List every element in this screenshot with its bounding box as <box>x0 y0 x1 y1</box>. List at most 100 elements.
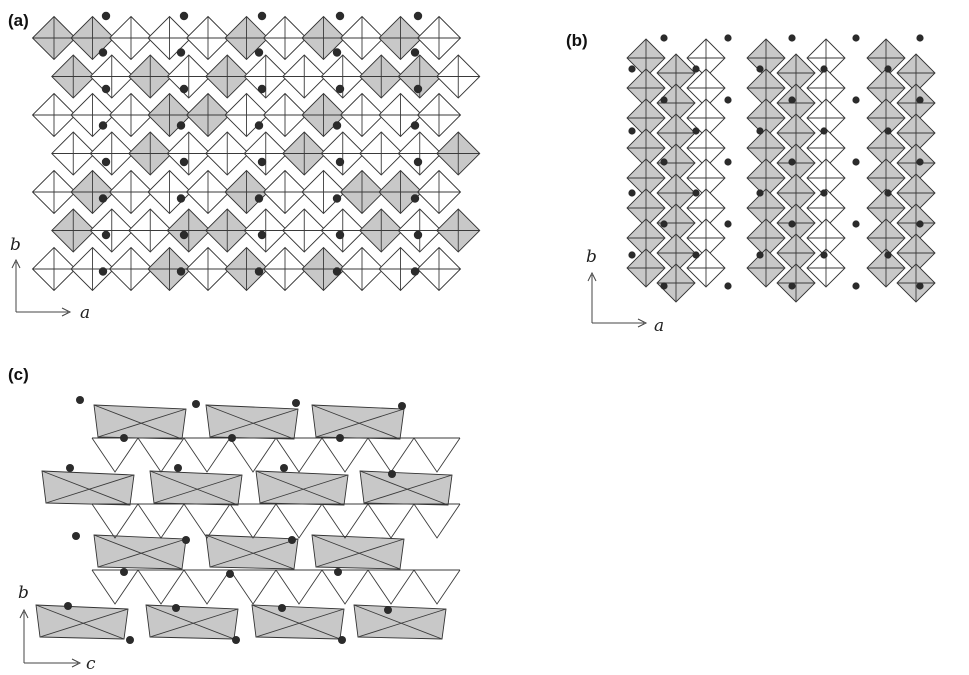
cation-atom <box>101 84 111 94</box>
linking-tetrahedron <box>367 503 415 539</box>
polyhedron-edge <box>149 470 239 506</box>
cation-atom <box>179 84 189 94</box>
cation-atom <box>278 604 286 612</box>
cation-atom <box>76 396 84 404</box>
cation-atom <box>788 96 796 104</box>
cation-atom <box>756 251 764 259</box>
cation-atom <box>257 84 267 94</box>
cation-atom <box>254 267 264 276</box>
polyhedron-edge <box>93 534 183 570</box>
cation-atom <box>692 189 700 197</box>
cation-atom <box>916 158 924 166</box>
cation-atom <box>852 220 860 228</box>
cation-atom <box>176 267 186 276</box>
cation-atom <box>916 220 924 228</box>
cation-atom <box>398 402 406 410</box>
cation-atom <box>852 34 860 42</box>
cation-atom <box>410 267 420 276</box>
cation-atom <box>660 158 668 166</box>
panel-a-structure <box>31 11 481 292</box>
polyhedron-edge <box>205 404 295 440</box>
cation-atom <box>852 158 860 166</box>
cation-atom <box>788 34 796 42</box>
polyhedron-edge <box>315 408 405 438</box>
cation-atom <box>336 434 344 442</box>
linking-tetrahedron <box>183 437 231 473</box>
cation-atom <box>756 189 764 197</box>
cation-atom <box>120 568 128 576</box>
cation-atom <box>98 121 108 130</box>
polyhedron-edge <box>363 474 453 504</box>
cation-atom <box>72 532 80 540</box>
cation-atom <box>410 121 420 130</box>
cation-atom <box>176 121 186 130</box>
cation-atom <box>410 48 420 57</box>
linking-tetrahedron <box>275 437 323 473</box>
panel-b-horizontal-axis-label: a <box>654 316 664 336</box>
cation-atom <box>257 230 267 240</box>
cation-atom <box>884 127 892 135</box>
cation-atom <box>628 189 636 197</box>
panel-b-axes: b a <box>586 247 664 336</box>
polyhedron-edge <box>353 604 443 640</box>
cation-atom <box>660 282 668 290</box>
cation-atom <box>66 464 74 472</box>
cation-atom <box>257 157 267 167</box>
polyhedron-edge <box>357 608 447 638</box>
linking-tetrahedron <box>321 569 369 605</box>
linking-tetrahedron <box>137 437 185 473</box>
polyhedron-edge <box>45 474 135 504</box>
polyhedron-edge <box>93 404 183 440</box>
cation-atom <box>98 267 108 276</box>
cation-atom <box>724 158 732 166</box>
cation-atom <box>410 194 420 203</box>
cation-atom <box>332 121 342 130</box>
cation-atom <box>413 11 423 21</box>
cation-atom <box>884 251 892 259</box>
cation-atom <box>120 434 128 442</box>
polyhedron-edge <box>255 470 345 506</box>
cation-atom <box>388 470 396 478</box>
cation-atom <box>413 84 423 94</box>
cation-atom <box>101 157 111 167</box>
cation-atom <box>292 399 300 407</box>
linking-tetrahedron <box>275 569 323 605</box>
linking-tetrahedron <box>229 503 277 539</box>
linking-tetrahedron <box>91 569 139 605</box>
linking-tetrahedron <box>91 437 139 473</box>
panel-a-vertical-axis-label: b <box>10 235 21 255</box>
polyhedron-edge <box>153 474 243 504</box>
polyhedron-edge <box>315 538 405 568</box>
polyhedron-edge <box>209 538 299 568</box>
cation-atom <box>820 65 828 73</box>
cation-atom <box>884 65 892 73</box>
cation-atom <box>788 158 796 166</box>
cation-atom <box>916 282 924 290</box>
cation-atom <box>98 194 108 203</box>
linking-tetrahedron <box>183 503 231 539</box>
polyhedron-edge <box>205 534 295 570</box>
linking-tetrahedron <box>229 437 277 473</box>
cation-atom <box>332 267 342 276</box>
cation-atom <box>179 11 189 21</box>
cation-atom <box>172 604 180 612</box>
panel-c-label: (c) <box>8 365 29 384</box>
cation-atom <box>852 96 860 104</box>
cation-atom <box>628 65 636 73</box>
panel-c-axes: b c <box>18 583 96 674</box>
cation-atom <box>232 636 240 644</box>
cation-atom <box>884 189 892 197</box>
cation-atom <box>257 11 267 21</box>
cation-atom <box>335 230 345 240</box>
cation-atom <box>64 602 72 610</box>
cation-atom <box>334 568 342 576</box>
cation-atom <box>174 464 182 472</box>
linking-tetrahedron <box>413 569 461 605</box>
cation-atom <box>226 570 234 578</box>
panel-b: (b) b a <box>566 31 936 336</box>
cation-atom <box>692 65 700 73</box>
cation-atom <box>660 220 668 228</box>
panel-a: (a) b a <box>8 11 481 323</box>
polyhedron-edge <box>209 408 299 438</box>
